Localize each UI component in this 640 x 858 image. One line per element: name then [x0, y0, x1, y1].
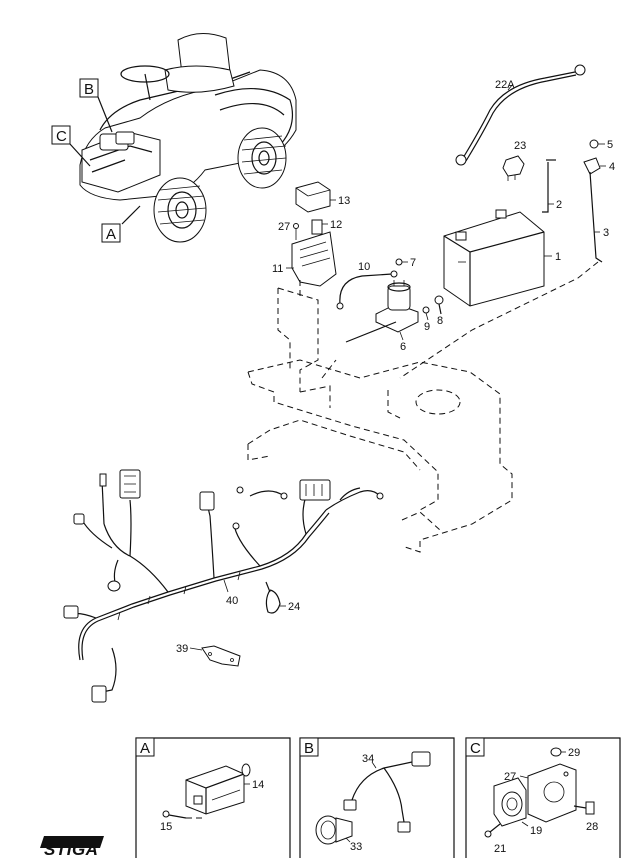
view-marker-a: A [101, 223, 121, 243]
solenoid-6 [375, 280, 419, 333]
callout-34: 34 [362, 753, 374, 765]
callout-40: 40 [226, 595, 238, 607]
view-marker-c: C [51, 125, 71, 145]
socket-19 [493, 777, 527, 827]
callout-19: 19 [530, 825, 542, 837]
cable-tie-24 [265, 581, 281, 614]
callout-39: 39 [176, 643, 188, 655]
cable-10 [336, 270, 398, 310]
callout-24: 24 [288, 601, 300, 613]
callout-33: 33 [350, 841, 362, 853]
screw-8 [434, 295, 444, 315]
callout-2: 2 [556, 199, 562, 211]
svg-text:B: B [304, 740, 314, 757]
svg-text:C: C [56, 128, 67, 145]
callout-10: 10 [358, 261, 370, 273]
detail-panel-b: B 34 33 [299, 737, 455, 858]
nut-29 [550, 747, 562, 757]
svg-text:A: A [140, 740, 150, 757]
callout-9: 9 [424, 321, 430, 333]
svg-text:STIGA: STIGA [44, 840, 98, 858]
battery-1 [443, 209, 545, 307]
fuse-12 [311, 219, 323, 235]
callout-22a: 22A [495, 79, 515, 91]
svg-text:B: B [84, 81, 94, 98]
stiga-logo: STIGA [40, 836, 104, 858]
callout-4: 4 [609, 161, 615, 173]
view-marker-b: B [79, 78, 99, 98]
callout-6: 6 [400, 341, 406, 353]
callout-28: 28 [586, 821, 598, 833]
callout-3: 3 [603, 227, 609, 239]
callout-27-main: 27 [278, 221, 290, 233]
headlight-33 [315, 815, 353, 845]
screw-28 [573, 801, 595, 815]
svg-text:C: C [470, 740, 481, 757]
callout-13: 13 [338, 195, 350, 207]
callout-12: 12 [330, 219, 342, 231]
clamp-4 [583, 157, 601, 175]
callout-21: 21 [494, 843, 506, 855]
svg-text:A: A [106, 226, 116, 243]
bracket-39 [201, 645, 241, 667]
detail-panel-c: C 27 29 19 28 21 [465, 737, 621, 858]
light-cable-34 [343, 751, 431, 833]
fuse-cover-13 [295, 181, 331, 213]
mounting-plate-27 [527, 763, 577, 823]
screw-21 [484, 823, 501, 838]
callout-1: 1 [555, 251, 561, 263]
callout-14: 14 [252, 779, 264, 791]
fuse-holder-11 [291, 231, 337, 287]
nut-5 [589, 139, 599, 149]
callout-29: 29 [568, 747, 580, 759]
screw-15 [162, 810, 206, 819]
ignition-switch-14 [185, 763, 251, 815]
hold-down-rod-2 [542, 159, 556, 213]
tractor-illustration [69, 33, 297, 243]
callout-11: 11 [272, 263, 283, 275]
wiring-harness-40 [63, 469, 384, 703]
callout-7: 7 [410, 257, 416, 269]
battery-cable-22a [455, 64, 586, 166]
detail-panel-a: A 14 15 [135, 737, 291, 858]
callout-8: 8 [437, 315, 443, 327]
callout-15: 15 [160, 821, 172, 833]
relay-23 [502, 155, 525, 181]
chassis-frame [247, 287, 513, 553]
callout-23: 23 [514, 140, 526, 152]
callout-5: 5 [607, 139, 613, 151]
hold-down-rod-3 [589, 171, 603, 263]
